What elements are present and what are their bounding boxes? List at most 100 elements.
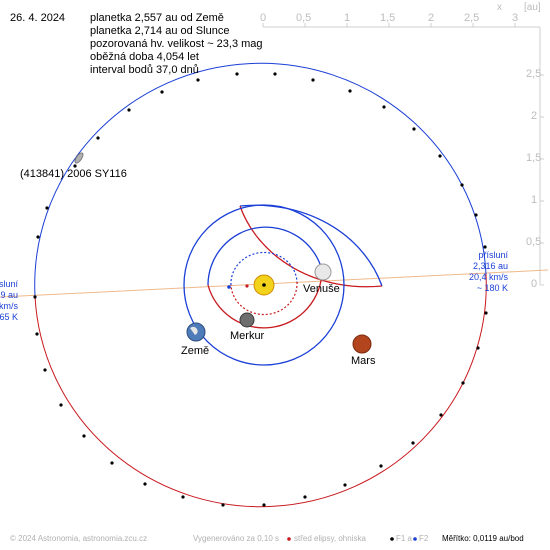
info-interval: interval bodů 37,0 dnů — [90, 64, 199, 76]
info-magnitude: pozorovaná hv. velikost ~ 23,3 mag — [90, 38, 263, 50]
orbit-point — [460, 183, 464, 187]
x-tick-label: 2,5 — [464, 12, 480, 24]
footer-ellipse-center-legend: střed elipsy, ohniska — [294, 534, 366, 543]
y-tick-label: 2 — [531, 110, 538, 122]
date-label: 26. 4. 2024 — [10, 12, 66, 24]
orbit-point — [476, 346, 480, 350]
x-tick-label: 1 — [344, 12, 351, 24]
orbit-point — [311, 78, 315, 82]
ellipse-center-marker — [245, 284, 249, 288]
orbit-point — [439, 413, 443, 417]
aphelion-distance: 9 au — [0, 290, 18, 300]
orbit-point — [73, 164, 77, 168]
orbit-point — [262, 503, 266, 507]
aphelion-speed: km/s — [0, 301, 18, 311]
orbit-point — [379, 464, 383, 468]
orbit-point — [303, 495, 307, 499]
orbit-point — [411, 441, 415, 445]
info-period: oběžná doba 4,054 let — [90, 51, 199, 63]
earth-orbit — [183, 204, 345, 366]
orbit-point — [382, 105, 386, 109]
mercury-orbit-blue-arc — [230, 251, 298, 286]
footer-f2-legend: F2 — [419, 534, 429, 543]
orbit-point — [110, 461, 114, 465]
x-tick-label: 1,5 — [380, 12, 396, 24]
mercury-orbit-red-arc — [230, 281, 298, 316]
asteroid-orbit-red-arc — [34, 273, 487, 508]
orbit-point — [235, 72, 239, 76]
orbit-point — [273, 72, 277, 76]
asteroid-orbit-blue-arc — [34, 62, 487, 297]
orbit-point — [221, 503, 225, 507]
info-distance-sun: planetka 2,714 au od Slunce — [90, 25, 230, 37]
footer-generated-time: Vygenerováno za 0,10 s — [193, 534, 279, 543]
y-tick-label: 0 — [531, 278, 538, 290]
x-axis-label: x — [497, 2, 502, 13]
x-tick-label: 2 — [428, 12, 435, 24]
orbit-point — [35, 332, 39, 336]
asteroid-label: (413841) 2006 SY116 — [20, 168, 127, 180]
orbit-point — [181, 495, 185, 499]
venus-orbit-red-arc — [207, 269, 323, 329]
venus-icon — [314, 263, 332, 281]
mercury-icon — [239, 312, 255, 328]
legend-f1-swatch — [390, 537, 394, 541]
earth-label: Země — [181, 345, 210, 357]
perihelion-temperature: ~ 180 K — [476, 283, 508, 293]
axis-frame — [262, 23, 544, 286]
orbit-point — [483, 245, 487, 249]
orbit-point — [438, 154, 442, 158]
perihelion-distance: 2,316 au — [472, 261, 508, 271]
perihelion-note: přísluní 2,316 au 20,4 km/s ~ 180 K — [469, 250, 508, 294]
y-tick-label: 1 — [531, 194, 538, 206]
orbit-point — [343, 483, 347, 487]
mars-orbit-red-arc — [239, 205, 383, 288]
x-tick-label: 0 — [260, 12, 267, 24]
x-tick-label: 3 — [512, 12, 519, 24]
mars-orbit-blue-arc — [239, 204, 383, 287]
mercury-label: Merkur — [230, 330, 265, 342]
focus-f1 — [262, 283, 266, 287]
perihelion-title: přísluní — [478, 250, 508, 260]
legend-center-swatch — [287, 537, 291, 541]
mars-icon — [352, 334, 372, 354]
orbit-point — [474, 213, 478, 217]
info-distance-earth: planetka 2,557 au od Země — [90, 12, 224, 24]
venus-label: Venuše — [303, 283, 340, 295]
footer-copyright[interactable]: © 2024 Astronomia, astronomia.zcu.cz — [10, 534, 148, 543]
aphelion-note: sluní 9 au km/s 65 K — [0, 279, 18, 323]
earth-cloud-detail — [190, 326, 198, 335]
asteroid-icon — [74, 152, 84, 164]
y-tick-label: 2,5 — [526, 68, 542, 80]
axis-unit-label: [au] — [524, 2, 541, 13]
orbit-point — [484, 311, 488, 315]
orbit-point — [160, 90, 164, 94]
orbit-point — [82, 434, 86, 438]
venus-orbit-blue-arc — [207, 226, 323, 286]
y-tick-label: 1,5 — [526, 152, 542, 164]
footer-f1-legend: F1 a — [396, 534, 413, 543]
x-tick-label: 0,5 — [296, 12, 312, 24]
asteroid-orbit-points — [33, 72, 488, 507]
focus-f2 — [227, 285, 231, 289]
aphelion-title: sluní — [0, 279, 18, 289]
mars-label: Mars — [351, 355, 376, 367]
orbit-point — [45, 206, 49, 210]
orbit-point — [33, 295, 37, 299]
orbit-point — [461, 381, 465, 385]
orbit-point — [196, 78, 200, 82]
orbit-point — [412, 127, 416, 131]
perihelion-speed: 20,4 km/s — [468, 272, 508, 282]
orbit-point — [59, 403, 63, 407]
footer-scale: Měřítko: 0,0119 au/bod — [442, 534, 524, 543]
orbit-point — [36, 235, 40, 239]
aphelion-temperature: 65 K — [0, 312, 18, 322]
orbit-point — [143, 482, 147, 486]
orbit-point — [127, 108, 131, 112]
legend-f2-swatch — [413, 537, 417, 541]
y-tick-label: 0,5 — [526, 236, 542, 248]
orbit-point — [348, 89, 352, 93]
orbit-point — [96, 136, 100, 140]
orbit-point — [43, 368, 47, 372]
